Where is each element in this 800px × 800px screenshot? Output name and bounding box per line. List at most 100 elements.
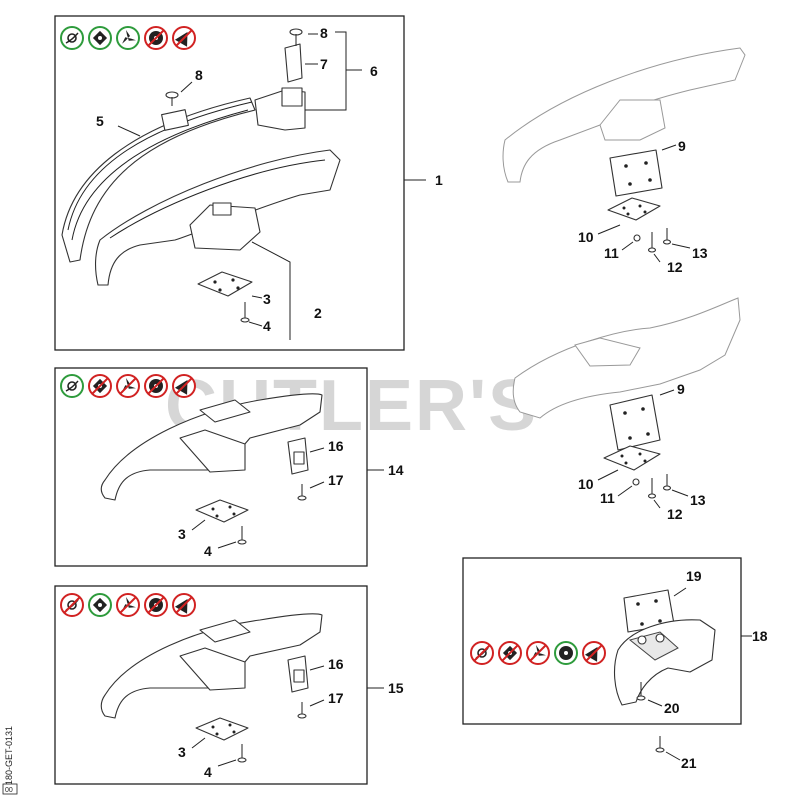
grass-blade-icon: [88, 374, 112, 398]
part-11-washer-middle: [632, 478, 640, 486]
panel-14-frame: [54, 367, 368, 567]
three-tooth-blade-icon: [116, 593, 140, 617]
label-18: 18: [752, 628, 768, 644]
part-16-holder-slot: [293, 451, 305, 465]
three-tooth-blade-icon: [116, 26, 140, 50]
leader-2: [251, 241, 291, 340]
part-8-screw-top: [289, 28, 303, 46]
part-9-gasket-upper: [609, 149, 663, 197]
part-1-guard-rim: [109, 159, 326, 239]
leader-9b: [659, 389, 675, 396]
label-3: 3: [263, 291, 271, 307]
leader-8b: [180, 81, 193, 93]
trimmer-line-icon: [60, 374, 84, 398]
part-11-washer-upper: [633, 234, 641, 242]
label-16: 16: [328, 438, 344, 454]
panel-1: 8 7 6 8 5 1 2 3 4: [54, 15, 443, 351]
part-3-plate-panel-14: [195, 499, 249, 523]
label-17: 17: [328, 472, 344, 488]
label-5: 5: [96, 113, 104, 129]
leader-16a: [309, 447, 325, 453]
brush-knife-icon: [172, 374, 196, 398]
part-16-holder-b-slot: [293, 669, 305, 683]
icon-row-panel-15: [60, 593, 196, 617]
icon-row-panel-14: [60, 374, 196, 398]
part-12-screw-middle: [647, 478, 657, 499]
leader-12b: [653, 499, 661, 509]
grass-blade-icon: [88, 26, 112, 50]
label-10: 10: [578, 229, 594, 245]
saw-blade-icon: [144, 26, 168, 50]
guard-ghost-middle-mount: [574, 337, 641, 367]
three-tooth-blade-icon: [526, 641, 550, 665]
label-20: 20: [664, 700, 680, 716]
side-code-text: 4180-GET-0131: [4, 726, 14, 790]
label-1: 1: [435, 172, 443, 188]
leader-13a: [671, 243, 691, 249]
part-10-plate-middle: [603, 445, 661, 471]
label-6: 6: [370, 63, 378, 79]
label-7: 7: [320, 56, 328, 72]
brush-knife-icon: [172, 593, 196, 617]
part-15-mount: [179, 647, 246, 691]
leader-13b: [671, 489, 689, 497]
part-14-label-plate: [199, 399, 251, 423]
label-10: 10: [578, 476, 594, 492]
label-11: 11: [604, 245, 619, 261]
label-12: 12: [667, 506, 683, 522]
side-code-box-text: 00: [5, 787, 13, 794]
part-8-screw-left: [165, 91, 179, 106]
part-21-screw: [655, 736, 665, 753]
label-4: 4: [204, 543, 212, 559]
leader-16b: [309, 665, 325, 671]
brush-knife-icon: [582, 641, 606, 665]
part-3-plate: [197, 271, 253, 297]
part-7-clamp: [284, 43, 303, 83]
leader-5: [117, 125, 141, 137]
panel-15-frame: [54, 585, 368, 785]
panel-14: 16 17 14 3 4: [54, 367, 404, 567]
part-10-plate-upper: [607, 197, 661, 221]
part-2-mount-bracket: [189, 204, 261, 251]
leader-20: [647, 699, 663, 707]
panel-18: 19 18 20 21: [462, 557, 768, 771]
part-5-clip: [161, 109, 189, 131]
leader-4: [248, 321, 263, 327]
label-8: 8: [320, 25, 328, 41]
brush-knife-icon: [172, 26, 196, 50]
part-2-mount-tab: [212, 202, 232, 216]
part-4-screw-panel-15: [237, 744, 247, 763]
part-18-stud-2: [655, 633, 665, 643]
part-5-inner-line-2: [67, 101, 253, 231]
saw-blade-icon: [554, 641, 578, 665]
label-16: 16: [328, 656, 344, 672]
panel-1-frame: [54, 15, 405, 351]
part-9-gasket-middle: [609, 394, 661, 451]
part-6-holder-top: [281, 87, 303, 107]
part-4-screw-panel-14: [237, 526, 247, 545]
leader-21: [665, 751, 681, 761]
label-2: 2: [314, 305, 322, 321]
part-4-screw: [240, 302, 250, 323]
part-13-screw-upper: [662, 228, 672, 245]
label-11: 11: [600, 490, 615, 506]
side-code: 4180-GET-0131 00: [2, 726, 18, 795]
label-17: 17: [328, 690, 344, 706]
label-9: 9: [677, 381, 685, 397]
panel-18-frame: [462, 557, 742, 725]
label-3: 3: [178, 744, 186, 760]
label-4: 4: [263, 318, 271, 334]
part-15-label-plate: [199, 619, 251, 643]
leader-3c: [191, 737, 206, 749]
label-21: 21: [681, 755, 697, 771]
saw-blade-icon: [144, 374, 168, 398]
leader-4b: [217, 541, 237, 549]
trimmer-line-icon: [470, 641, 494, 665]
icon-row-panel-1: [60, 26, 196, 50]
leader-19: [673, 587, 687, 597]
leader-11a: [621, 241, 634, 251]
part-17-screw-b: [297, 702, 307, 719]
label-13: 13: [690, 492, 706, 508]
leader-3b: [191, 519, 206, 531]
side-code-box: [2, 783, 18, 795]
